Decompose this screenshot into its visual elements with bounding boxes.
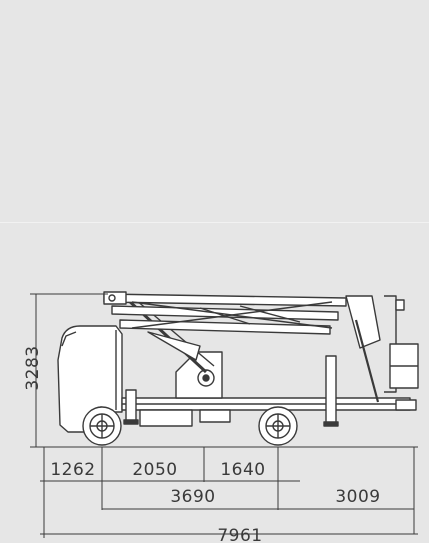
basket-hinge (395, 299, 405, 311)
boom-head-pin (108, 294, 116, 302)
outrigger-foot (123, 419, 139, 425)
lift-cylinder (147, 331, 201, 361)
jib-arm (345, 295, 381, 349)
dimension-lines (30, 293, 418, 538)
wheelbase-dimension: 3690 (170, 487, 215, 507)
rear-outrigger (325, 355, 337, 425)
fuel-tank (199, 409, 231, 423)
segment-a-dimension: 2050 (132, 460, 177, 480)
rear-wheel (258, 406, 298, 446)
rear-overhang-dimension: 3009 (335, 487, 380, 507)
truck-illustration (57, 291, 419, 446)
cab-window-line (61, 331, 77, 347)
telescopic-boom (103, 293, 347, 335)
front-wheel (82, 406, 122, 446)
jib-leg (354, 319, 380, 403)
divider-line (0, 222, 429, 223)
tool-box (139, 409, 193, 427)
height-dimension: 3283 (23, 345, 43, 390)
front-overhang-dimension: 1262 (50, 460, 95, 480)
segment-b-dimension: 1640 (220, 460, 265, 480)
rear-frame (395, 399, 417, 411)
turret-pin (202, 374, 210, 382)
front-outrigger (125, 389, 137, 423)
total-length-dimension: 7961 (217, 526, 262, 543)
outrigger-foot (323, 421, 339, 427)
